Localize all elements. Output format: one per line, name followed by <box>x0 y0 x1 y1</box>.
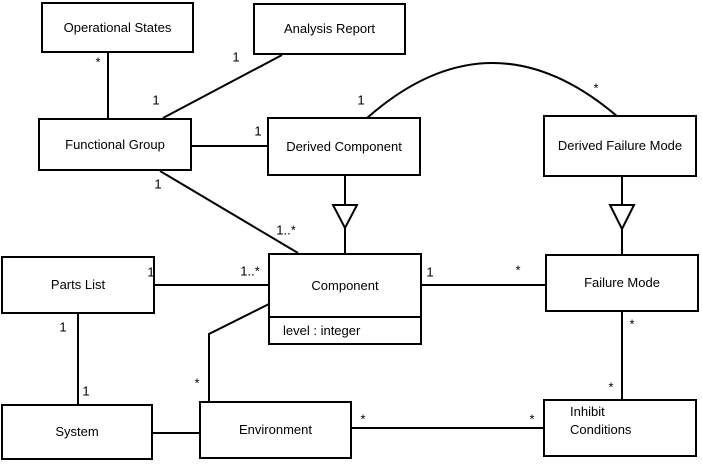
class-box-derived-component: Derived Component <box>267 117 421 176</box>
multiplicity-label: * <box>95 54 101 70</box>
multiplicity-label: 1 <box>59 319 67 335</box>
class-box-analysis-report: Analysis Report <box>253 3 406 55</box>
class-name: Analysis Report <box>283 21 376 36</box>
multiplicity-label: * <box>593 80 599 96</box>
association-component-environment <box>208 303 270 402</box>
class-box-derived-failure-mode: Derived Failure Mode <box>543 115 697 177</box>
multiplicity-label: 1 <box>254 123 262 139</box>
multiplicity-label: 1 <box>147 264 155 280</box>
class-name: System <box>55 424 99 439</box>
multiplicity-label: 1 <box>357 92 365 108</box>
multiplicity-label: * <box>608 379 614 395</box>
class-box-component-attributes: level : integer <box>268 316 422 345</box>
association-functional-group-component <box>159 170 299 254</box>
class-name: Operational States <box>63 19 172 35</box>
multiplicity-label: 1 <box>82 383 90 399</box>
class-name: Environment <box>239 422 312 437</box>
class-attribute: level : integer <box>283 323 361 338</box>
class-box-parts-list: Parts List <box>1 256 155 314</box>
multiplicity-label: * <box>529 411 535 427</box>
class-box-environment: Environment <box>199 401 352 459</box>
class-box-system: System <box>1 404 153 460</box>
multiplicity-label: 1 <box>154 176 162 192</box>
multiplicity-label: 1 <box>232 49 240 65</box>
class-box-failure-mode: Failure Mode <box>545 254 699 312</box>
association-derived-component-derived-failure-mode-arc <box>366 62 619 119</box>
class-name: Failure Mode <box>584 275 660 290</box>
multiplicity-label: 1..* <box>276 222 296 238</box>
generalization-arrow-icon <box>608 204 636 232</box>
class-box-functional-group: Functional Group <box>38 118 192 171</box>
multiplicity-label: * <box>194 375 200 391</box>
multiplicity-label: 1 <box>426 264 434 280</box>
class-name-line2: Conditions <box>570 422 632 437</box>
class-box-component: Component <box>268 253 422 318</box>
multiplicity-label: * <box>629 316 635 332</box>
class-name: Derived Component <box>286 138 402 154</box>
class-name: Parts List <box>50 277 106 292</box>
multiplicity-label: 1..* <box>240 263 260 279</box>
class-name: Component <box>311 278 379 293</box>
class-box-inhibit-conditions: Inhibit Conditions <box>543 399 697 457</box>
generalization-arrow-icon <box>331 204 359 231</box>
multiplicity-label: * <box>515 262 521 278</box>
class-box-operational-states: Operational States <box>41 2 194 53</box>
multiplicity-label: * <box>360 411 366 427</box>
multiplicity-label: 1 <box>152 92 160 108</box>
association-analysis-report-functional-group <box>162 54 283 119</box>
class-name: Functional Group <box>65 136 165 152</box>
class-name: Derived Failure Mode <box>557 138 683 153</box>
class-name-line1: Inhibit <box>570 404 605 419</box>
